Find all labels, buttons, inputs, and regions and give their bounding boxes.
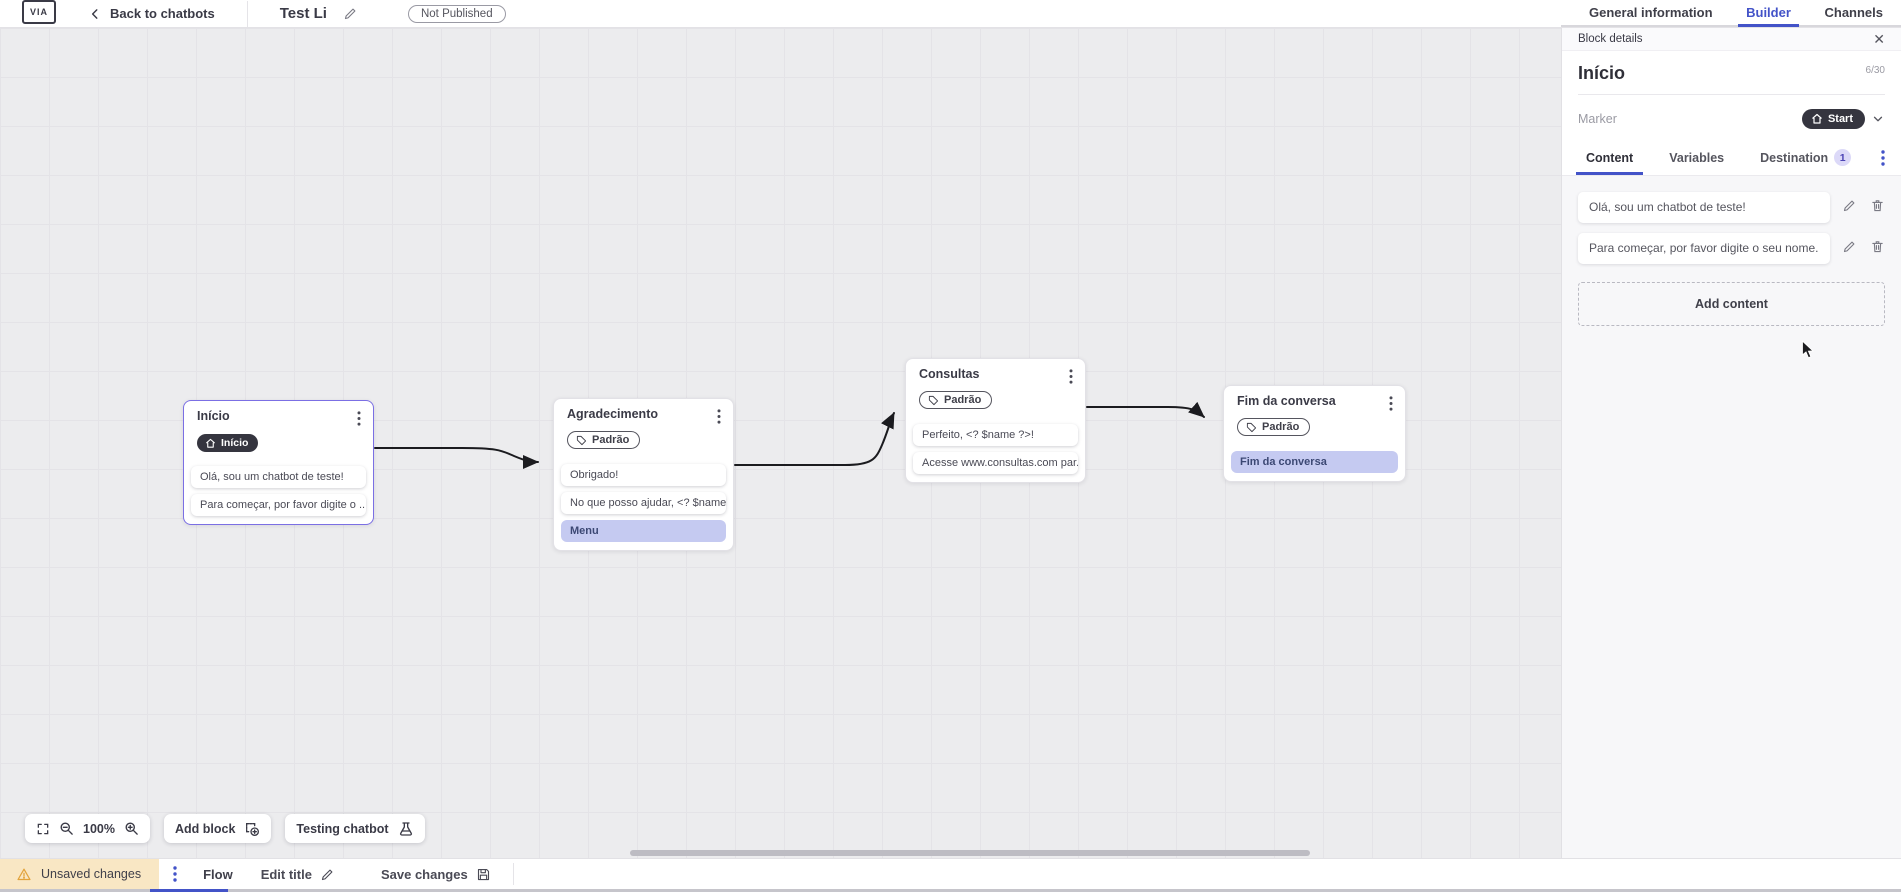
unsaved-changes-indicator: Unsaved changes <box>0 859 160 889</box>
tab-general-information[interactable]: General information <box>1589 5 1713 20</box>
flow-block-agradecimento[interactable]: Agradecimento Padrão Obrigado! No que po… <box>553 398 734 551</box>
block-row[interactable]: Acesse www.consultas.com par... <box>913 452 1078 474</box>
tag-icon <box>928 395 939 405</box>
tab-builder[interactable]: Builder <box>1738 0 1799 27</box>
block-details-panel: Block details ✕ Início 6/30 Marker Start <box>1561 28 1901 858</box>
flow-canvas[interactable]: Início Início Olá, sou um chatbot de tes… <box>0 28 1561 858</box>
block-row-menu[interactable]: Menu <box>561 520 726 542</box>
kebab-menu-icon[interactable] <box>715 407 723 426</box>
content-text[interactable]: Olá, sou um chatbot de teste! <box>1578 192 1830 223</box>
flask-icon <box>399 821 412 836</box>
block-title: Consultas <box>919 367 980 381</box>
zoom-controls: 100% <box>25 814 150 843</box>
flow-tab-underline <box>150 889 228 892</box>
content-item: Para começar, por favor digite o seu nom… <box>1578 232 1885 264</box>
back-label: Back to chatbots <box>110 6 215 21</box>
zoom-in-icon[interactable] <box>124 821 139 836</box>
block-title: Fim da conversa <box>1237 394 1336 408</box>
bottom-bar: Unsaved changes Flow Edit title Save cha… <box>0 858 1901 892</box>
marker-label: Marker <box>1578 112 1617 126</box>
home-icon <box>1812 113 1822 124</box>
delete-content-icon[interactable] <box>1870 198 1885 213</box>
home-icon <box>206 438 215 448</box>
kebab-menu-icon[interactable] <box>355 409 363 428</box>
warning-icon <box>17 868 31 880</box>
block-row-end[interactable]: Fim da conversa <box>1231 451 1398 473</box>
tag-pill: Padrão <box>567 431 641 449</box>
unsaved-label: Unsaved changes <box>41 867 142 881</box>
tab-variables[interactable]: Variables <box>1669 150 1725 165</box>
edit-title-icon[interactable] <box>343 6 358 21</box>
zoom-level: 100% <box>83 821 115 836</box>
add-content-button[interactable]: Add content <box>1578 281 1885 326</box>
start-marker-pill: Início <box>197 434 259 452</box>
tab-destination[interactable]: Destination 1 <box>1750 141 1861 175</box>
block-row[interactable]: Para começar, por favor digite o ... <box>191 494 366 516</box>
divider <box>512 863 514 885</box>
edit-content-icon[interactable] <box>1842 198 1857 213</box>
tag-icon <box>576 435 587 445</box>
kebab-menu-icon[interactable] <box>1067 367 1075 386</box>
tag-pill: Padrão <box>1237 418 1311 436</box>
block-row[interactable]: Olá, sou um chatbot de teste! <box>191 466 366 488</box>
block-title: Início <box>197 409 230 423</box>
block-row[interactable]: No que posso ajudar, <? $name ... <box>561 492 726 514</box>
tab-flow[interactable]: Flow <box>203 866 233 882</box>
kebab-menu-icon[interactable] <box>159 866 189 882</box>
marker-select[interactable]: Start <box>1801 109 1865 129</box>
tag-icon <box>1246 422 1257 432</box>
horizontal-scrollbar[interactable] <box>630 850 1310 856</box>
chatbot-title: Test Li <box>279 5 327 22</box>
kebab-menu-icon[interactable] <box>1871 146 1895 170</box>
add-block-button[interactable]: Add block <box>163 814 272 843</box>
chevron-down-icon[interactable] <box>1871 112 1885 126</box>
add-block-icon <box>246 822 260 836</box>
save-icon <box>477 868 489 880</box>
destination-count-badge: 1 <box>1834 149 1852 166</box>
divider <box>246 0 248 27</box>
block-title: Agradecimento <box>567 407 658 421</box>
content-item: Olá, sou um chatbot de teste! <box>1578 192 1885 223</box>
flow-block-inicio[interactable]: Início Início Olá, sou um chatbot de tes… <box>183 400 374 525</box>
tab-channels[interactable]: Channels <box>1824 5 1883 20</box>
status-badge: Not Published <box>407 4 506 23</box>
block-row[interactable]: Perfeito, <? $name ?>! <box>913 424 1078 446</box>
kebab-menu-icon[interactable] <box>1387 394 1395 413</box>
save-changes-button[interactable]: Save changes <box>367 859 505 889</box>
flow-block-fim-da-conversa[interactable]: Fim da conversa Padrão Fim da conversa <box>1223 385 1406 482</box>
app-logo: VIA <box>22 0 56 24</box>
panel-tabs: Content Variables Destination 1 <box>1562 141 1901 176</box>
edit-title-button[interactable]: Edit title <box>247 859 349 889</box>
edit-content-icon[interactable] <box>1842 239 1857 254</box>
close-icon[interactable]: ✕ <box>1873 31 1885 47</box>
content-text[interactable]: Para começar, por favor digite o seu nom… <box>1578 232 1830 264</box>
char-counter: 6/30 <box>1865 65 1885 76</box>
builder-nav-tabs: General information Builder Channels <box>1561 0 1901 27</box>
chevron-left-icon <box>91 8 98 19</box>
pencil-icon <box>321 869 333 880</box>
delete-content-icon[interactable] <box>1870 239 1885 254</box>
tab-content[interactable]: Content <box>1576 143 1644 175</box>
panel-header-label: Block details <box>1578 33 1643 45</box>
block-row[interactable]: Obrigado! <box>561 464 726 486</box>
flow-block-consultas[interactable]: Consultas Padrão Perfeito, <? $name ?>! … <box>905 358 1086 483</box>
fit-view-icon[interactable] <box>36 822 50 836</box>
tag-pill: Padrão <box>919 391 993 409</box>
testing-chatbot-button[interactable]: Testing chatbot <box>285 814 425 843</box>
zoom-out-icon[interactable] <box>59 821 74 836</box>
block-name-input[interactable]: Início <box>1578 63 1626 83</box>
back-to-chatbots-button[interactable]: Back to chatbots <box>88 6 215 21</box>
top-bar: VIA Back to chatbots Test Li Not Publish… <box>0 0 1901 28</box>
